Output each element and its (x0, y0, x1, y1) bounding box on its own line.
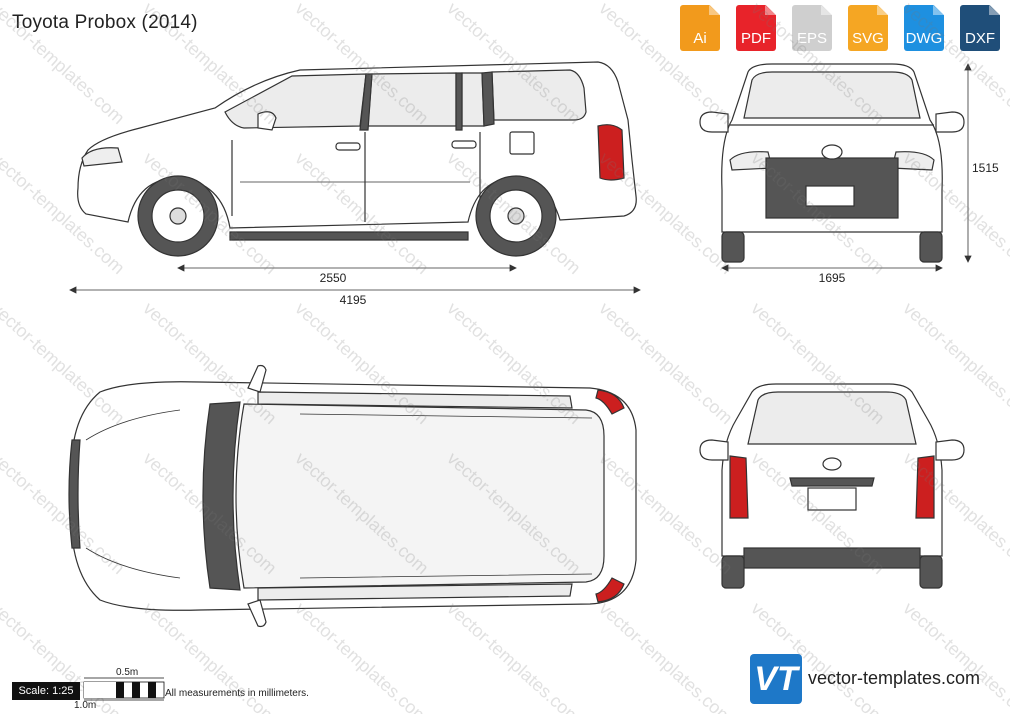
format-label: Ai (693, 30, 707, 47)
rear-view (699, 383, 965, 589)
side-dimensions (69, 264, 641, 294)
format-label: SVG (852, 30, 884, 47)
rear-quarter-window (491, 69, 587, 121)
file-shape (848, 5, 888, 51)
format-label: DWG (905, 30, 943, 47)
file-shape (792, 5, 832, 51)
file-eps-icon[interactable]: EPS (784, 5, 840, 53)
side-headlight (81, 147, 123, 167)
front-view (699, 63, 965, 263)
file-shape (736, 5, 776, 51)
top-roof (235, 403, 605, 589)
top-view (68, 364, 637, 628)
file-svg-icon[interactable]: SVG (840, 5, 896, 53)
format-label: PDF (741, 30, 771, 47)
file-shape (904, 5, 944, 51)
length-dimension: 4195 (340, 293, 367, 307)
brand-site-link[interactable]: vector-templates.com (808, 668, 981, 688)
side-view (77, 61, 637, 257)
height-dimension: 1515 (972, 161, 999, 175)
file-ai-icon[interactable]: Ai (672, 5, 728, 53)
file-pdf-icon[interactable]: PDF (728, 5, 784, 53)
watermark-text: vector-templates.com (0, 0, 129, 128)
side-taillight (597, 124, 625, 181)
wheelbase-dimension: 2550 (320, 271, 347, 285)
file-dxf-icon[interactable]: DXF (952, 5, 1008, 53)
scale-bar (83, 677, 165, 701)
front-wheel (137, 175, 219, 257)
format-label: EPS (796, 30, 827, 47)
file-dwg-icon[interactable]: DWG (896, 5, 952, 53)
file-shape (680, 5, 720, 51)
watermark-text: vector-templates.com (899, 598, 1010, 714)
rear-left-taillight (729, 455, 749, 519)
width-dimension: 1695 (819, 271, 846, 285)
rear-wheel (475, 175, 557, 257)
watermark-text: vector-templates.com (291, 598, 432, 714)
front-dimensions (721, 63, 972, 272)
watermark-text: vector-templates.com (443, 598, 584, 714)
format-icons: Ai PDF EPS SVG DWG DXF (672, 5, 1008, 53)
front-windshield (743, 71, 921, 119)
scale-one-meter: 1.0m (74, 700, 97, 711)
vt-logo-icon: VT (750, 654, 802, 704)
measurement-note: All measurements in millimeters. (165, 688, 309, 699)
rear-right-taillight (915, 455, 935, 519)
rear-door-window (461, 72, 485, 127)
format-label: DXF (965, 30, 995, 47)
file-shape (960, 5, 1000, 51)
rear-window (747, 391, 917, 445)
watermark-text: vector-templates.com (0, 298, 129, 428)
watermark-text: vector-templates.com (595, 598, 736, 714)
rear-bumper (743, 547, 921, 569)
top-windshield (202, 401, 241, 591)
scale-half-meter: 0.5m (116, 667, 139, 678)
scale-label: Scale: 1:25 (12, 682, 80, 700)
page-title: Toyota Probox (2014) (12, 12, 198, 33)
